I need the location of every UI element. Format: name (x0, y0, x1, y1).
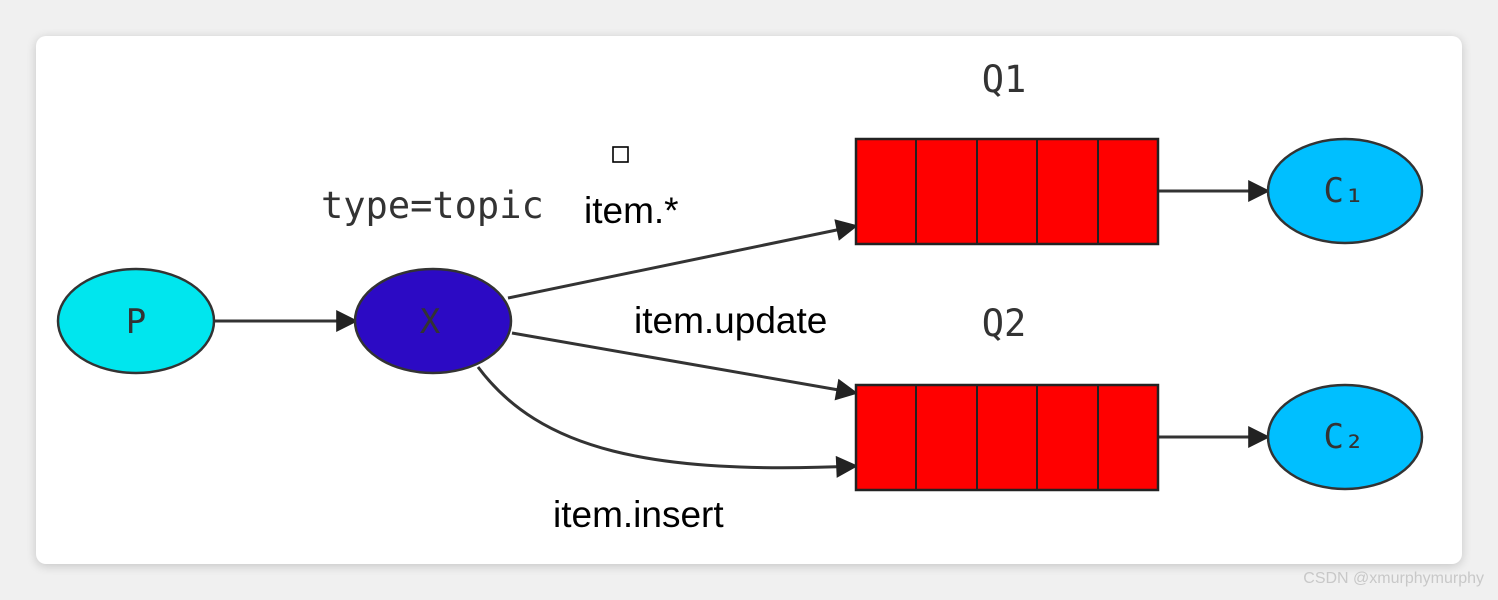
binding-q2-insert-label: item.insert (553, 494, 724, 535)
binding-q1-label: item.* (584, 190, 679, 231)
exchange-type-label: type=topic (321, 184, 544, 227)
consumer-c2-label: C₂ (1324, 417, 1365, 457)
consumer-c1-node (1266, 137, 1424, 245)
queue-q2 (854, 383, 1160, 492)
queue-q1 (854, 137, 1160, 246)
edge-exchange-q2-insert (476, 366, 859, 478)
watermark: CSDN @xmurphymurphy (1303, 570, 1484, 587)
edge-exchange-q1 (507, 219, 859, 300)
exchange-node (353, 267, 513, 375)
diagram-card (36, 36, 1462, 564)
consumer-c2-node (1266, 383, 1424, 491)
small-square-glyph (612, 146, 629, 163)
consumer-c1-label: C₁ (1324, 171, 1365, 211)
exchange-label: X (420, 302, 441, 342)
queue-q2-label: Q2 (982, 302, 1027, 345)
binding-q2-update-label: item.update (634, 300, 827, 341)
edge-exchange-q2-update (511, 331, 859, 401)
queue-q1-label: Q1 (982, 58, 1027, 101)
producer-label: P (126, 302, 146, 342)
producer-node (56, 267, 216, 375)
